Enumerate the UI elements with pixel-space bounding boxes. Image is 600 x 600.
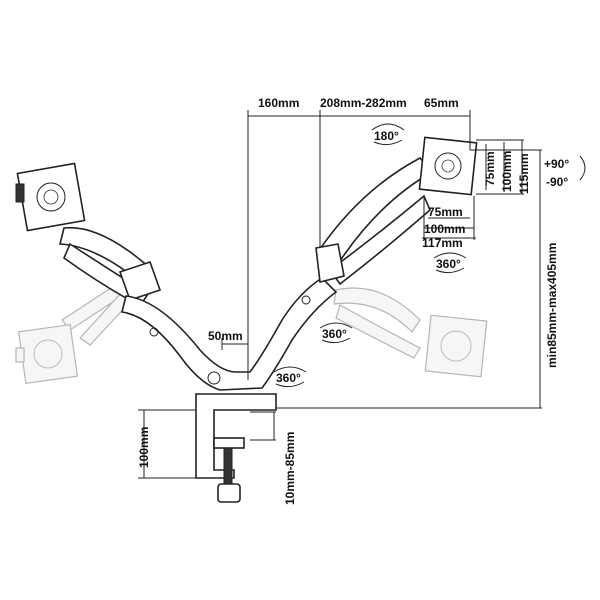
- base-arm-body: [121, 276, 338, 391]
- dimension-lines: [138, 110, 542, 479]
- rot-tilt-down: -90°: [546, 175, 568, 189]
- dim-vesa-v3: 115mm: [517, 153, 531, 194]
- right-vesa-plate: [418, 136, 478, 196]
- dim-arm-segment-3: 65mm: [424, 96, 459, 110]
- desk-clamp: [195, 393, 277, 503]
- dim-vesa-h2: 100mm: [424, 222, 465, 236]
- dim-clamp-height: 100mm: [137, 427, 151, 468]
- dim-pole-offset: 50mm: [208, 329, 243, 343]
- dim-vesa-v2: 100mm: [500, 151, 514, 192]
- dim-arm-segment-2: 208mm-282mm: [320, 96, 407, 110]
- right-arm: [315, 156, 434, 286]
- dim-vesa-v1: 75mm: [483, 151, 497, 186]
- dim-vesa-h1: 75mm: [428, 205, 463, 219]
- tilt-arrow-icon: [579, 155, 586, 181]
- head-flip-arrow-icon: [371, 123, 405, 131]
- head-spin-arrow-icon: [433, 252, 467, 259]
- ghost-right-arm: [333, 287, 488, 378]
- dim-vesa-h3: 117mm: [422, 236, 463, 250]
- rot-head-spin: 360°: [436, 257, 461, 271]
- dim-arm-segment-1: 160mm: [258, 96, 299, 110]
- dim-clamp-range: 10mm-85mm: [283, 432, 297, 505]
- base-swivel-arrow-icon: [273, 366, 307, 373]
- dim-height-range: min85mm-max405mm: [545, 243, 559, 368]
- rotation-arrows: [273, 123, 586, 388]
- rot-head-flip: 180°: [374, 129, 399, 143]
- rot-arm-swivel: 360°: [322, 327, 347, 341]
- left-arm: [58, 226, 162, 308]
- rot-base-swivel: 360°: [276, 371, 301, 385]
- left-vesa-plate: [15, 162, 86, 232]
- arm-swivel-arrow-icon: [319, 322, 353, 329]
- ghost-left-arm: [15, 281, 133, 385]
- rot-tilt-up: +90°: [544, 157, 569, 171]
